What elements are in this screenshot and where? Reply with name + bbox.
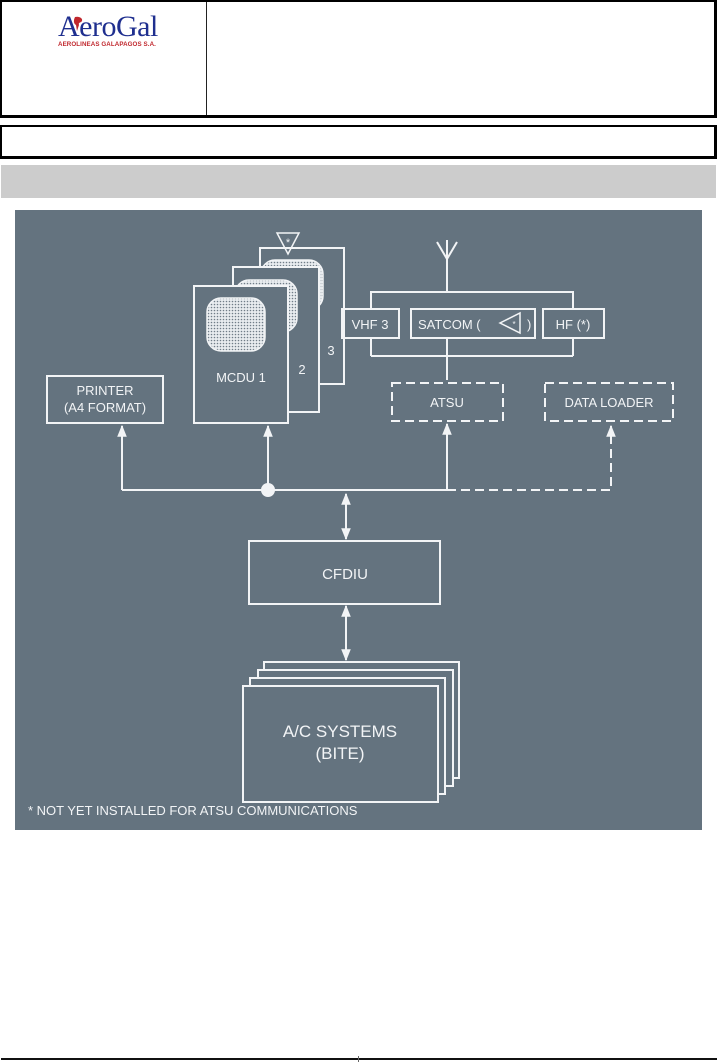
logo-cell: AeroGal AEROLINEAS GALAPAGOS S.A. — [2, 2, 207, 115]
hf-box — [542, 308, 605, 339]
mcdu-1-unit — [193, 285, 289, 424]
atsu-box — [391, 382, 504, 422]
data-loader-box — [544, 382, 674, 422]
printer-format-label: (A4 FORMAT) — [64, 400, 146, 415]
atsu-label: ATSU — [430, 395, 464, 410]
subtitle-box — [0, 125, 717, 159]
printer-box — [46, 375, 164, 424]
document-title — [207, 2, 714, 115]
cfdiu-box — [248, 540, 441, 605]
bus-junction-dot — [261, 483, 275, 497]
bite-label: (BITE) — [315, 744, 364, 763]
company-logo: AeroGal — [58, 10, 158, 43]
vhf3-label: VHF 3 — [352, 317, 389, 332]
footer-divider — [358, 1056, 359, 1062]
cfdiu-system-diagram: * MCDU 1 2 3 VHF 3 SATCOM ( * ) HF (*) P… — [15, 210, 702, 830]
hf-label: HF (*) — [556, 317, 591, 332]
satcom-label: SATCOM ( — [418, 317, 481, 332]
diagram-canvas: * MCDU 1 2 3 VHF 3 SATCOM ( * ) HF (*) P… — [28, 232, 674, 818]
section-bar — [1, 165, 716, 198]
footer-rule — [1, 1058, 717, 1060]
document-header: AeroGal AEROLINEAS GALAPAGOS S.A. — [0, 0, 717, 118]
mcdu-3-label: 3 — [327, 343, 334, 358]
satcom-marker-label: * — [512, 320, 515, 329]
vhf3-box — [341, 308, 400, 339]
frigatebird-icon — [73, 16, 83, 31]
not-installed-marker-icon — [275, 232, 301, 256]
ac-systems-box — [242, 685, 439, 803]
mcdu-marker-label: * — [286, 237, 291, 249]
ac-systems-label: A/C SYSTEMS — [283, 722, 397, 741]
company-subtitle: AEROLINEAS GALAPAGOS S.A. — [58, 41, 156, 48]
footnote: * NOT YET INSTALLED FOR ATSU COMMUNICATI… — [28, 803, 358, 818]
satcom-box — [410, 308, 536, 339]
data-loader-label: DATA LOADER — [564, 395, 653, 410]
mcdu-1-label: MCDU 1 — [216, 370, 266, 385]
antenna-icon — [436, 240, 458, 292]
satcom-close-label: ) — [527, 317, 531, 332]
mcdu-2-label: 2 — [298, 362, 305, 377]
cfdiu-label: CFDIU — [322, 566, 368, 583]
printer-label: PRINTER — [76, 383, 133, 398]
ac-systems-stack — [242, 661, 460, 803]
satcom-marker-icon — [498, 311, 521, 335]
